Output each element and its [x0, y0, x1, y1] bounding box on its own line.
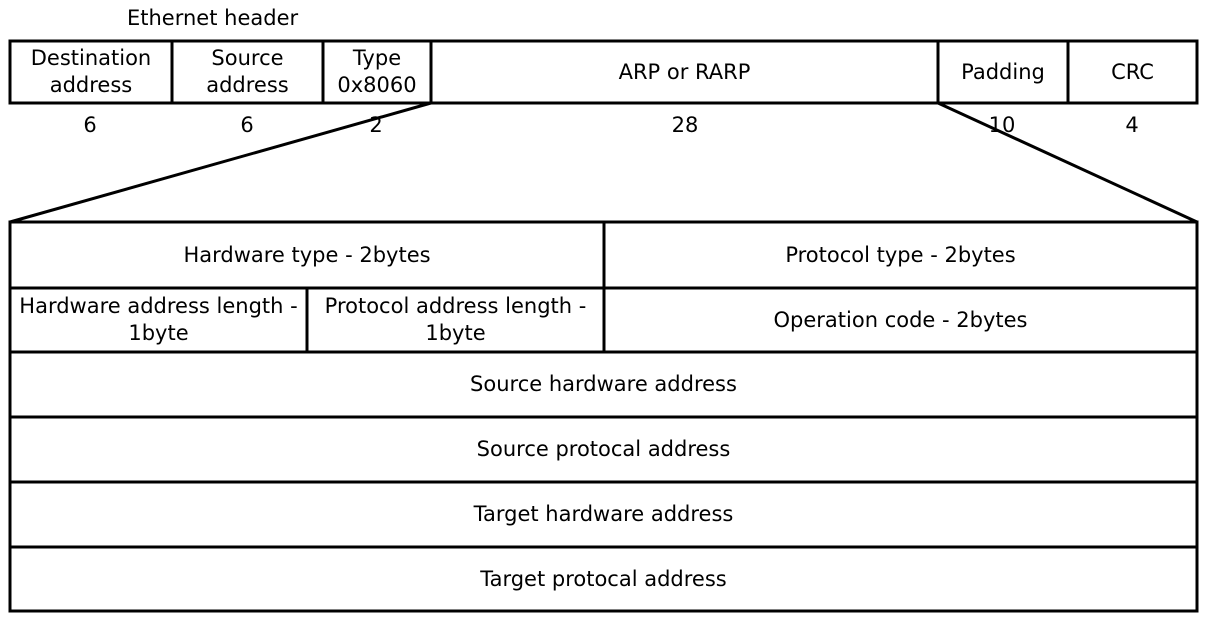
arp-hardware-address-length: Hardware address length - 1byte [19, 294, 298, 345]
field-source-address: Source address [206, 46, 289, 97]
arp-source-hardware-address: Source hardware address [470, 372, 737, 396]
size-padding: 10 [988, 113, 1016, 137]
arp-protocol-type: Protocol type - 2bytes [785, 242, 1016, 267]
arp-target-hardware-address: Target hardware address [473, 502, 734, 526]
ethernet-frame-box [8, 39, 1199, 105]
expansion-line-left [9, 101, 432, 224]
size-arp-or-rarp: 28 [671, 113, 699, 137]
arp-protocol-address-length: Protocol address length - 1byte [324, 294, 587, 345]
arp-operation-code: Operation code - 2bytes [773, 307, 1028, 332]
ethernet-header-label: Ethernet header [127, 6, 299, 30]
size-crc: 4 [1125, 113, 1139, 137]
field-arp-or-rarp: ARP or RARP [618, 59, 751, 84]
arp-source-protocol-address: Source protocal address [476, 437, 731, 461]
arp-hardware-type: Hardware type - 2bytes [183, 242, 431, 267]
field-padding: Padding [961, 59, 1045, 84]
expansion-line-right [937, 101, 1198, 224]
size-destination-address: 6 [83, 113, 97, 137]
field-destination-address: Destination address [30, 46, 152, 97]
size-source-address: 6 [240, 113, 254, 137]
arp-target-protocol-address: Target protocal address [480, 566, 727, 591]
field-crc: CRC [1111, 59, 1154, 84]
size-type: 2 [369, 113, 383, 137]
field-type: Type 0x8060 [337, 46, 417, 97]
